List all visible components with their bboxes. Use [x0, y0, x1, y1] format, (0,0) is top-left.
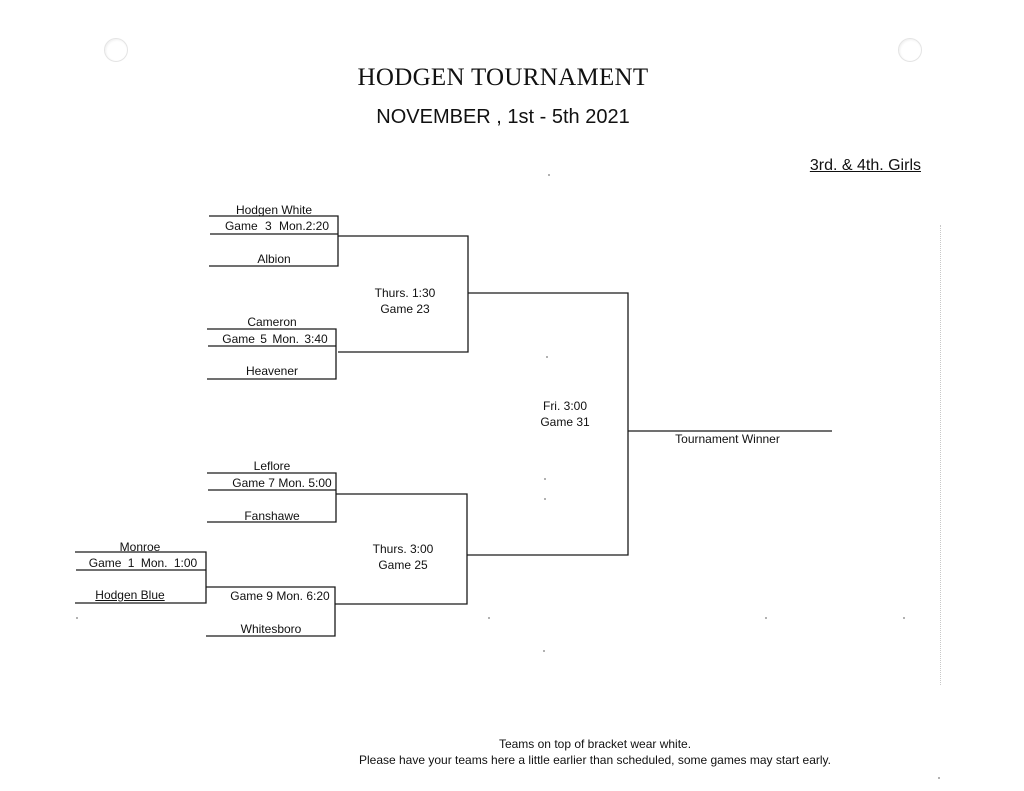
game9-label: Game 9 Mon. 6:20 [230, 589, 330, 603]
game31-bracket [467, 292, 629, 556]
team-fanshawe: Fanshawe [244, 509, 300, 523]
game31-time: Fri. 3:00 [542, 399, 587, 413]
team-albion: Albion [257, 252, 291, 266]
game23-time: Thurs. 1:30 [374, 286, 436, 300]
game5-label: Game 5 Mon. 3:40 [222, 332, 328, 346]
scan-speck [548, 174, 550, 176]
team-hodgen-blue: Hodgen Blue [95, 588, 165, 602]
game25-number: Game 25 [378, 558, 428, 572]
game23-bracket [338, 235, 469, 353]
game5-bracket [207, 328, 337, 380]
footer-note-arrival: Please have your teams here a little ear… [358, 753, 831, 767]
game25-bracket [335, 493, 468, 605]
scan-edge-marks [940, 225, 942, 685]
game7-label: Game 7 Mon. 5:00 [232, 476, 332, 490]
game31-number: Game 31 [540, 415, 590, 429]
scan-speck [488, 617, 490, 619]
scan-speck [546, 356, 548, 358]
punch-hole-left [104, 38, 128, 62]
scan-speck [544, 478, 546, 480]
team-cameron: Cameron [247, 315, 297, 329]
scan-speck [765, 617, 767, 619]
game7-bracket [207, 472, 337, 523]
scan-speck [76, 617, 78, 619]
game23-number: Game 23 [380, 302, 430, 316]
tournament-winner-label: Tournament Winner [675, 432, 780, 446]
game25-time: Thurs. 3:00 [372, 542, 434, 556]
game1-bracket [75, 551, 207, 604]
game3-bracket [209, 215, 339, 267]
footer-note-uniform: Teams on top of bracket wear white. [498, 737, 692, 751]
team-whitesboro: Whitesboro [240, 622, 302, 636]
scan-speck [903, 617, 905, 619]
tournament-dates: NOVEMBER , 1st - 5th 2021 [376, 106, 630, 128]
tournament-title: HODGEN TOURNAMENT [357, 64, 649, 91]
team-hodgen-white: Hodgen White [235, 203, 313, 217]
team-leflore: Leflore [253, 459, 291, 473]
scan-speck [938, 777, 940, 779]
game3-label: Game 3 Mon.2:20 [224, 219, 330, 233]
team-monroe: Monroe [119, 540, 161, 554]
scan-speck [543, 650, 545, 652]
game1-label: Game 1 Mon. 1:00 [88, 556, 198, 570]
scan-speck [544, 498, 546, 500]
punch-hole-right [898, 38, 922, 62]
division-label: 3rd. & 4th. Girls [809, 157, 921, 174]
game9-bracket [206, 586, 336, 637]
team-heavener: Heavener [245, 364, 299, 378]
